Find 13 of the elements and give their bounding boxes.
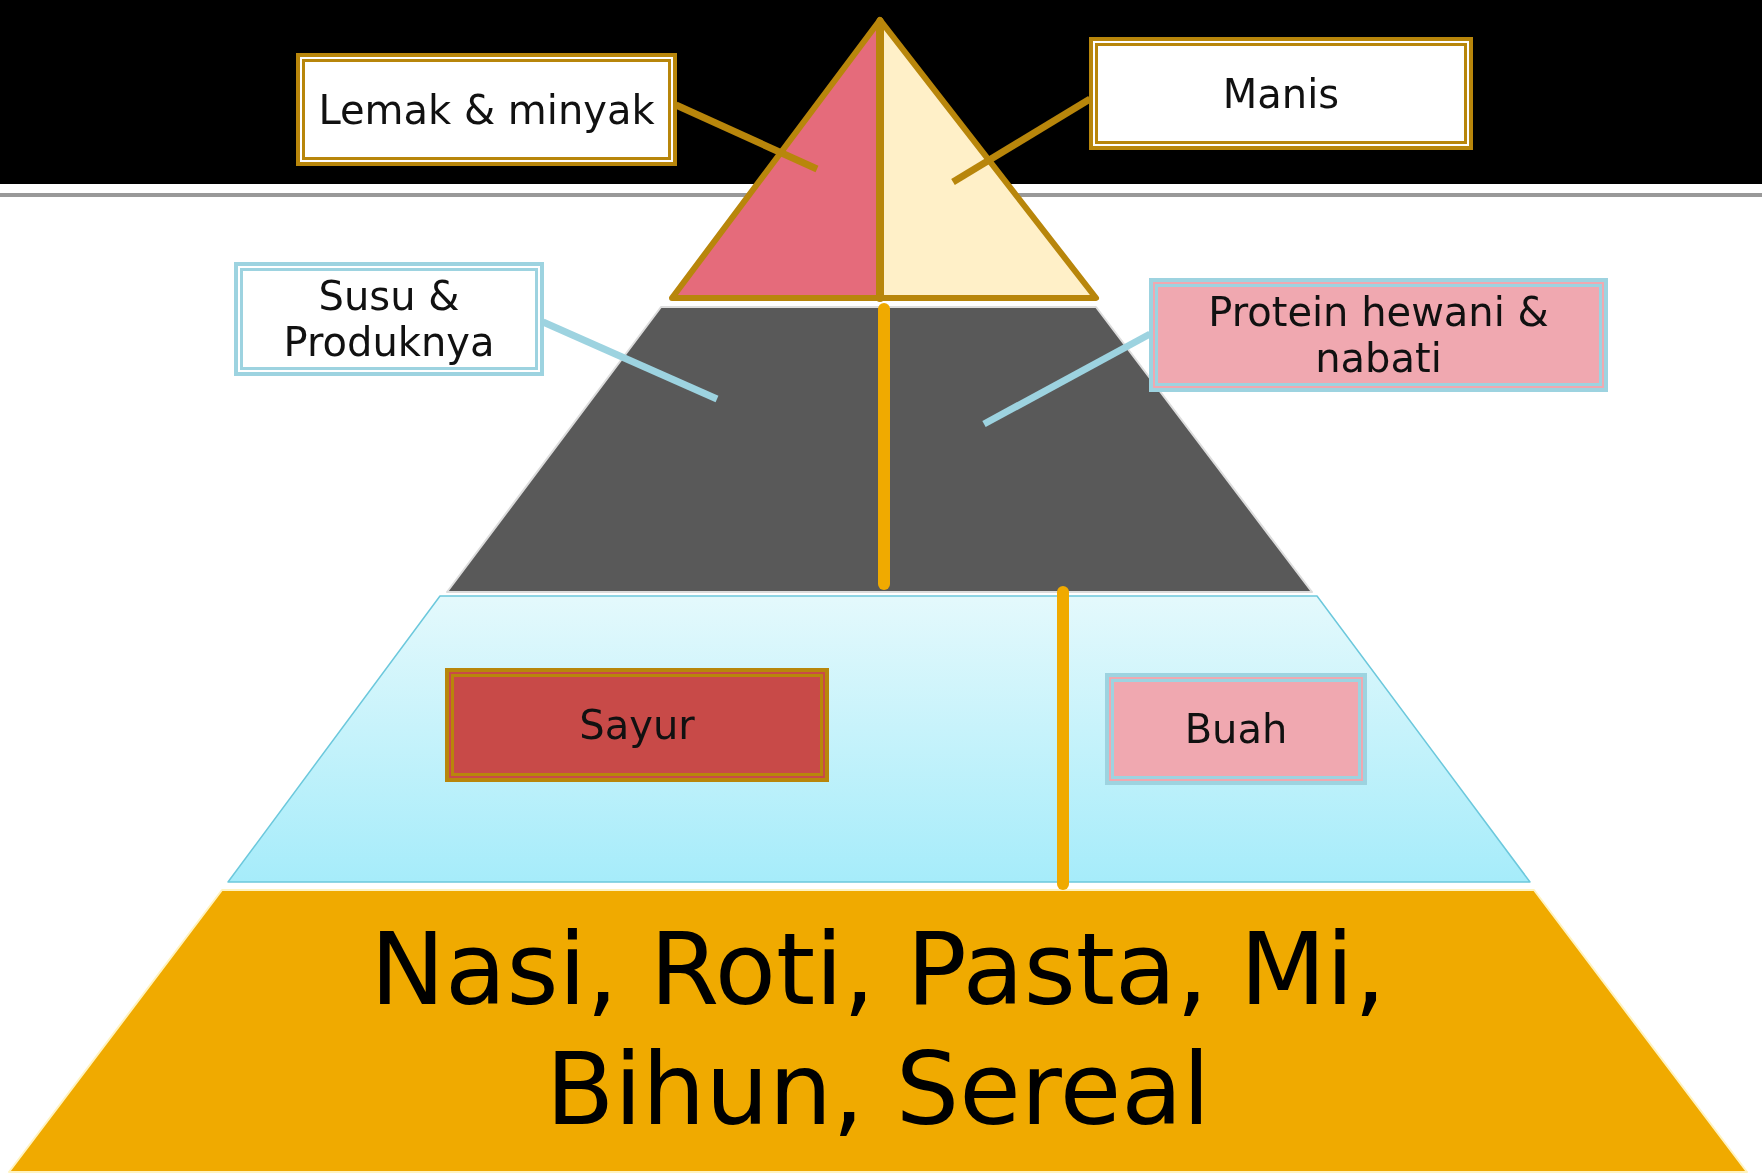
leader-line — [674, 101, 819, 173]
label-box: Susu & Produknya — [235, 263, 543, 375]
label-box: Lemak & minyak — [297, 54, 676, 165]
food-group-label: Nasi, Roti, Pasta, Mi, Bihun, Sereal — [369, 910, 1387, 1150]
leader-line — [951, 96, 1092, 185]
leader-line — [541, 318, 719, 403]
leader-line — [982, 330, 1152, 428]
label-box: Manis — [1090, 38, 1472, 149]
label-box: Buah — [1106, 674, 1366, 784]
label-box: Sayur — [446, 669, 828, 781]
pyramid-base — [9, 890, 1747, 1172]
pyramid-tier — [228, 596, 1530, 882]
label-box: Protein hewani & nabati — [1150, 279, 1607, 391]
